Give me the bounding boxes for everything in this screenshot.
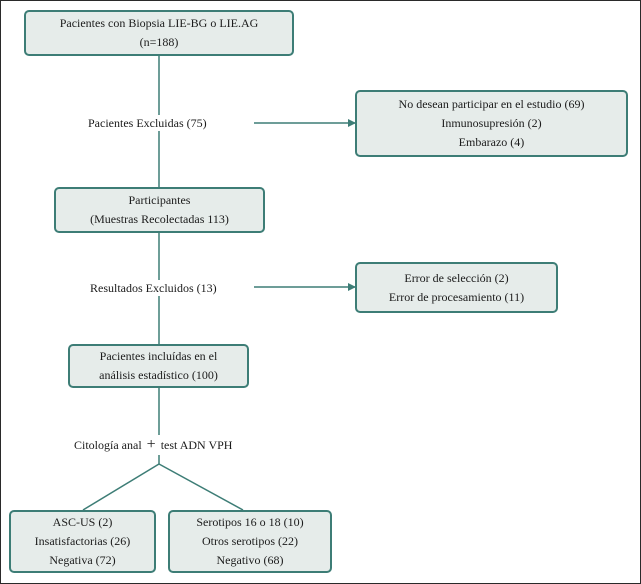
included-box: Pacientes incluídas en el análisis estad… [68, 344, 249, 388]
tests-label-plus: + [146, 436, 156, 453]
results-excluded-label: Resultados Excluidos (13) [90, 280, 217, 296]
cytology-line-2: Insatisfactorias (26) [34, 534, 131, 548]
results-excluded-line-2: Error de procesamiento (11) [388, 289, 525, 304]
hpv-line-1: Serotipos 16 o 18 (10) [196, 515, 304, 529]
participants-box: Participantes (Muestras Recolectadas 113… [54, 187, 265, 233]
excluded-detail-line-1: No desean participar en el estudio (69) [398, 97, 585, 111]
branch-line-right [158, 463, 244, 511]
excluded-detail-line-2: Inmunosupresión (2) [441, 116, 542, 130]
start-box: Pacientes con Biopsia LIE-BG o LIE.AG (n… [24, 10, 294, 56]
branch-line-left [82, 463, 160, 511]
tests-label: Citología anal + test ADN VPH [74, 436, 233, 453]
patients-excluded-label: Pacientes Excluidas (75) [88, 115, 207, 131]
cytology-results-box: ASC-US (2) Insatisfactorias (26) Negativ… [9, 510, 156, 573]
included-line-2: análisis estadístico (100) [99, 368, 218, 382]
excluded-detail-box: No desean participar en el estudio (69) … [355, 90, 628, 157]
hpv-results-box: Serotipos 16 o 18 (10) Otros serotipos (… [168, 510, 332, 573]
start-box-line-1: Pacientes con Biopsia LIE-BG o LIE.AG [59, 16, 259, 30]
start-box-line-2: (n=188) [139, 35, 179, 49]
excluded-detail-line-3: Embarazo (4) [458, 135, 525, 149]
hpv-line-3: Negativo (68) [216, 553, 284, 567]
tests-label-part-1: Citología anal [74, 438, 142, 452]
included-line-1: Pacientes incluídas en el [99, 349, 218, 363]
participants-line-1: Participantes [128, 193, 191, 207]
cytology-line-3: Negativa (72) [49, 553, 116, 567]
results-excluded-line-1: Error de selección (2) [404, 270, 509, 285]
tests-label-part-2: test ADN VPH [160, 438, 233, 452]
results-excluded-detail-box: Error de selección (2) Error de procesam… [355, 262, 558, 313]
participants-line-2: (Muestras Recolectadas 113) [90, 212, 229, 226]
hpv-line-2: Otros serotipos (22) [202, 534, 298, 548]
cytology-line-1: ASC-US (2) [52, 515, 113, 529]
